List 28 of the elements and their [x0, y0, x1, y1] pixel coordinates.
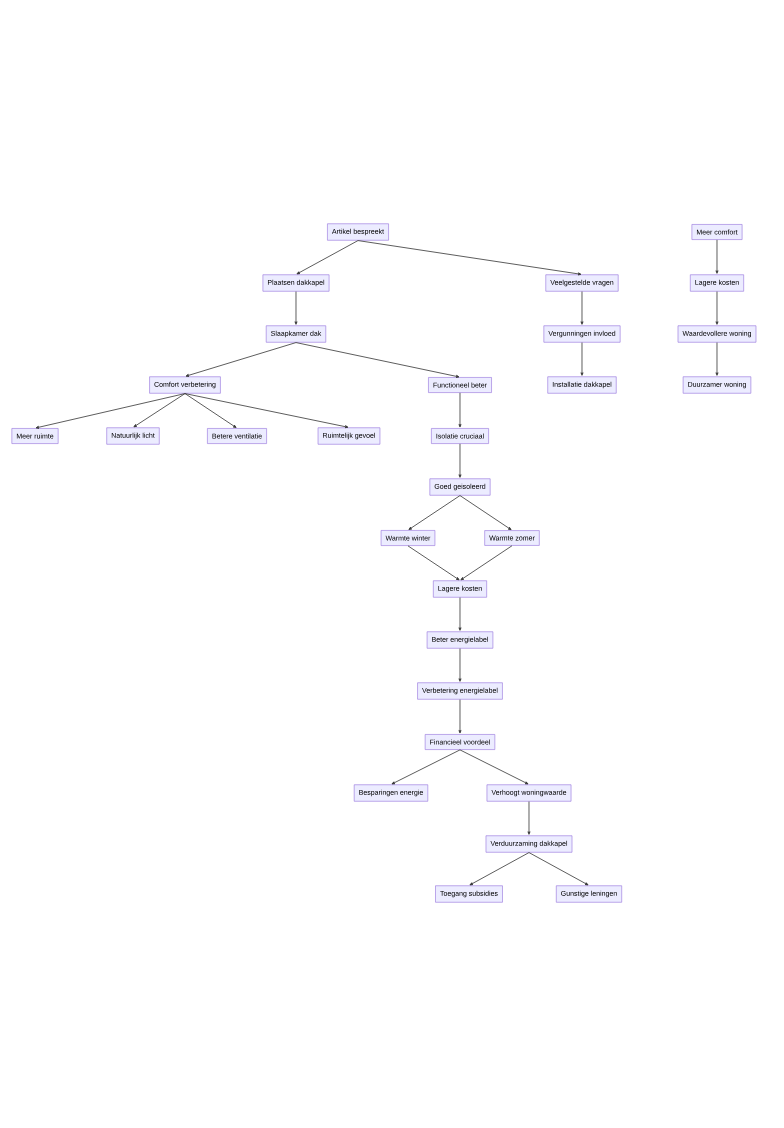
- arrow: [459, 495, 512, 531]
- arrow: [580, 291, 584, 325]
- arrow: [184, 393, 237, 428]
- arrow: [458, 443, 462, 478]
- arrow: [460, 545, 513, 581]
- arrow: [184, 393, 349, 429]
- arrow: [580, 342, 584, 376]
- arrow: [295, 342, 460, 378]
- arrow: [296, 240, 359, 275]
- arrow: [715, 342, 719, 376]
- arrow: [294, 291, 298, 325]
- arrow: [528, 852, 589, 886]
- arrow: [458, 699, 462, 734]
- arrow: [715, 239, 719, 274]
- arrow: [458, 597, 462, 631]
- arrow: [458, 648, 462, 682]
- arrow: [357, 240, 582, 276]
- arrow: [408, 495, 461, 530]
- arrow: [469, 852, 530, 886]
- arrow: [391, 749, 461, 785]
- arrow: [35, 393, 186, 429]
- arrow: [715, 291, 719, 325]
- arrow: [527, 801, 531, 835]
- arrow: [407, 545, 460, 581]
- arrow: [459, 749, 529, 785]
- arrow: [133, 393, 186, 428]
- arrow: [458, 392, 462, 428]
- arrow: [185, 342, 297, 377]
